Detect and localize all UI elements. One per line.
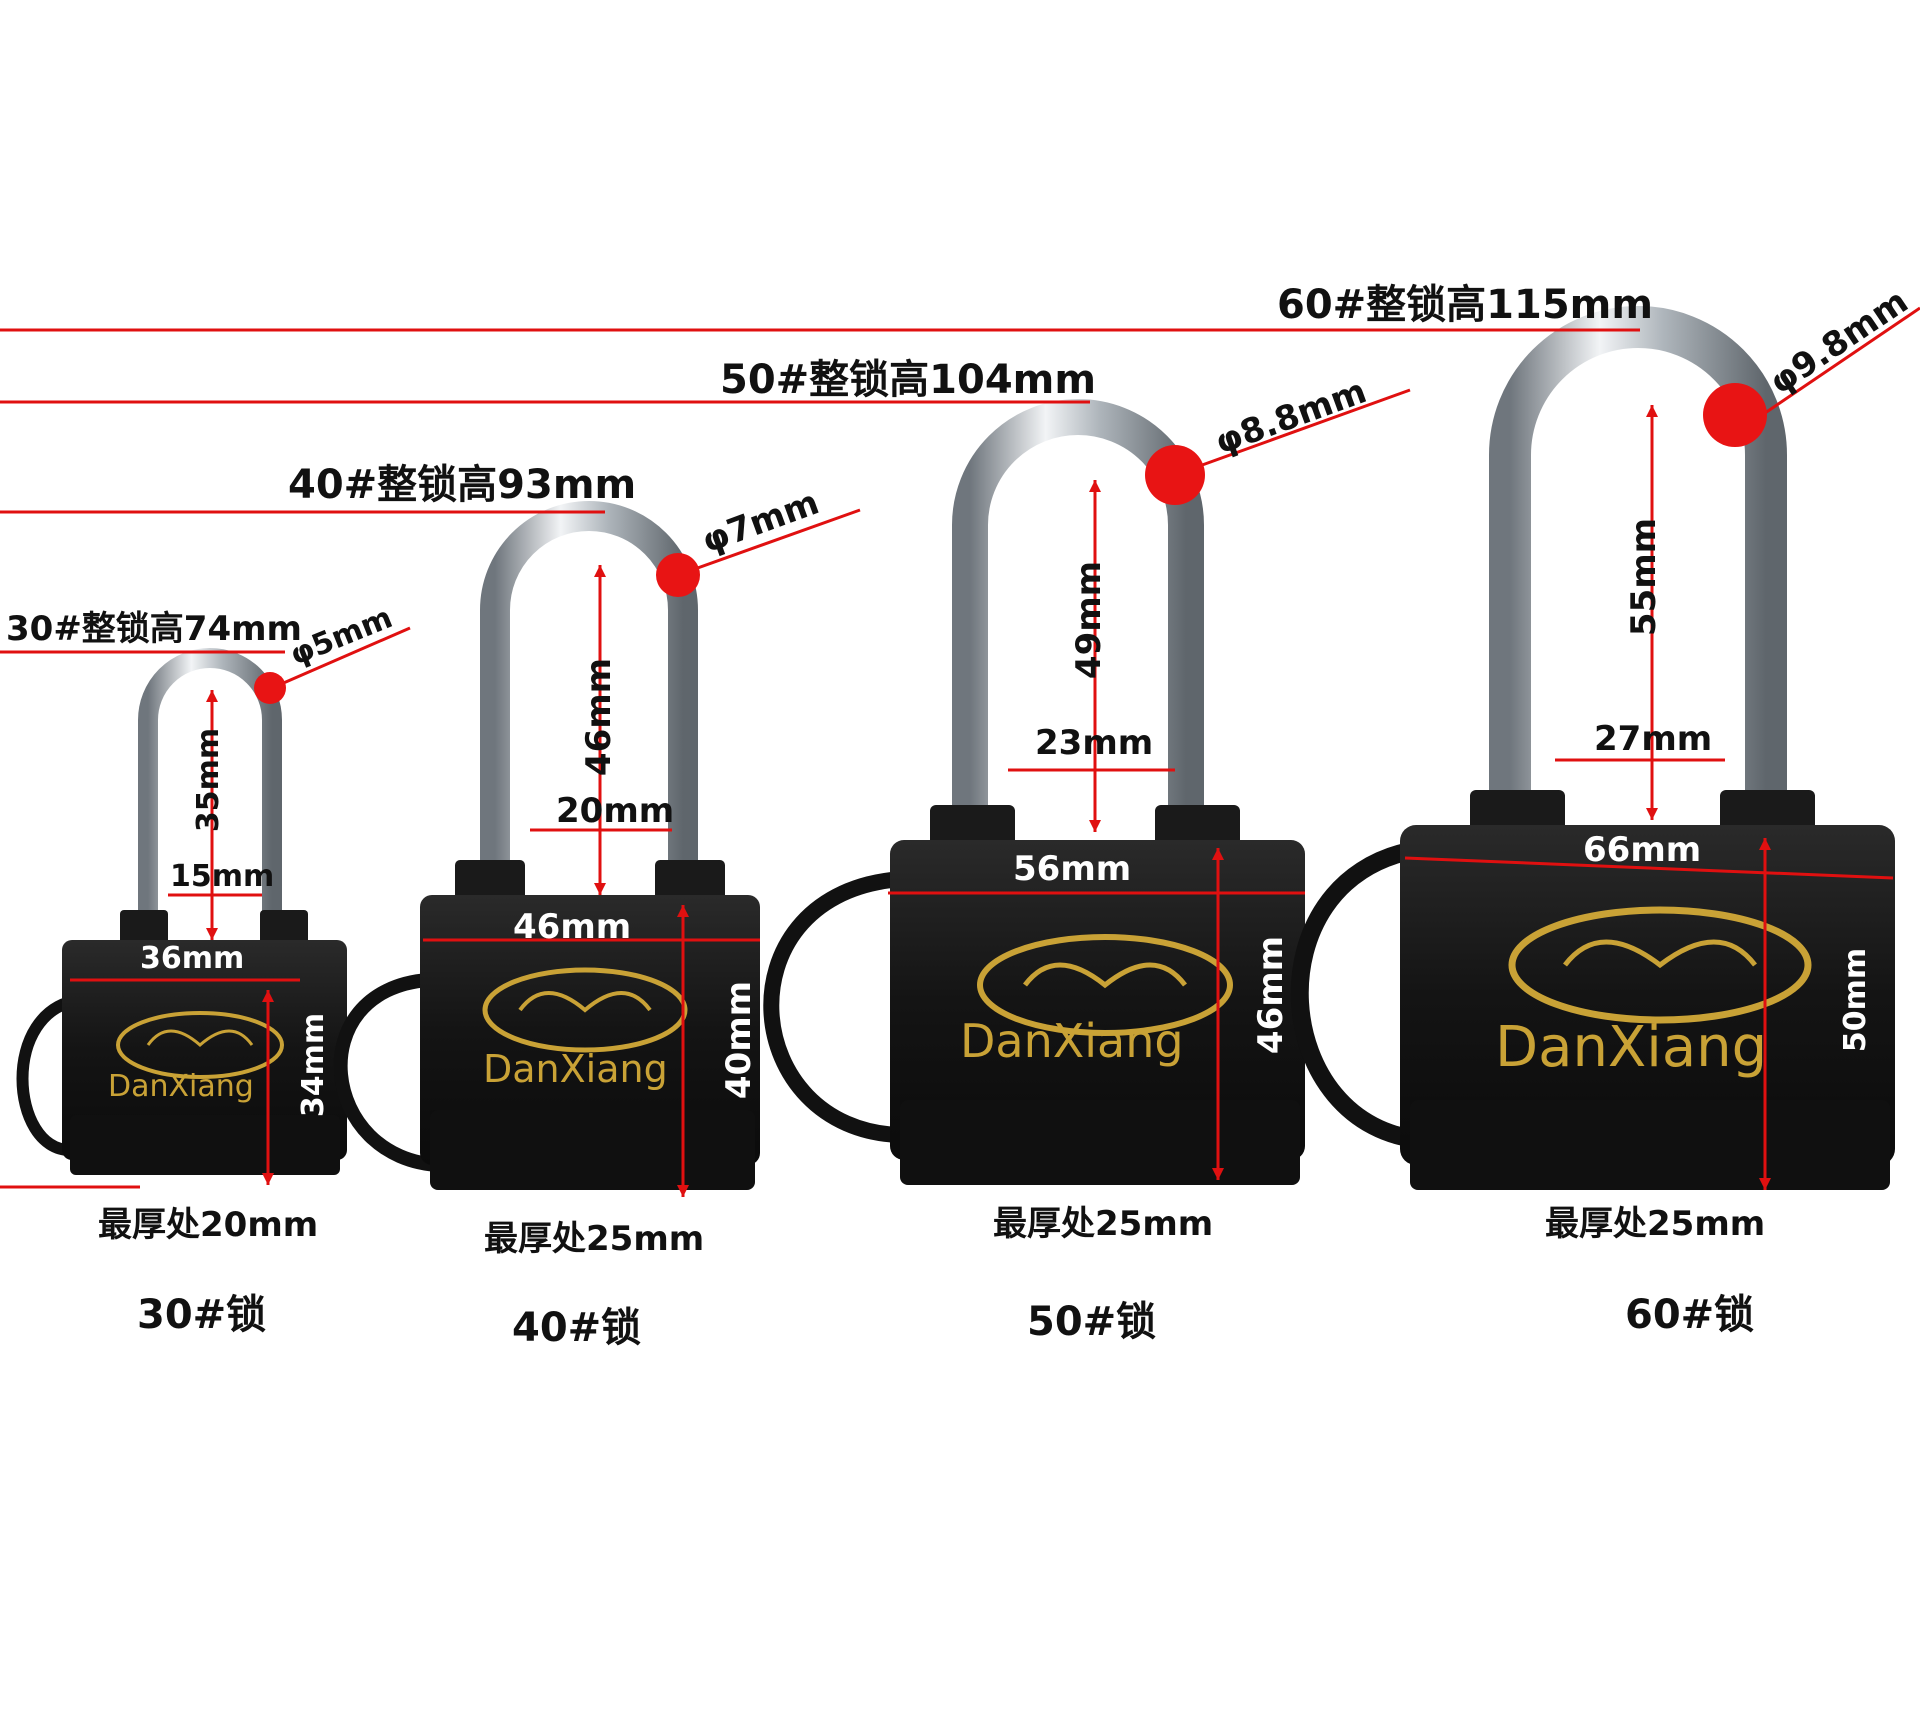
body-width-40: 46mm [513,907,632,947]
total-height-30: 30#整锁高74mm [6,609,302,649]
body-height-50: 46mm [1251,935,1292,1055]
lock-base-50 [900,1100,1300,1185]
thickness-60: 最厚处25mm [1545,1204,1766,1244]
total-height-50: 50#整锁高104mm [720,357,1097,403]
thickness-30: 最厚处20mm [98,1205,319,1245]
shackle-inner-width-50: 23mm [1035,723,1154,763]
thickness-50: 最厚处25mm [993,1204,1214,1244]
tether-loop-50 [763,872,901,1143]
body-width-50: 56mm [1013,849,1132,889]
shackle-shoulder-30b [260,910,308,945]
shackle-height-60: 55mm [1624,517,1665,637]
model-40: 40#锁 [512,1305,642,1351]
brand-label-30: DanXiang [108,1069,254,1104]
diameter-dot-40 [656,553,700,597]
diameter-dot-50 [1145,445,1205,505]
shackle-inner-width-30: 15mm [170,859,275,894]
diameter-markers [254,383,1767,704]
lock-50 [763,399,1305,1185]
diameter-dot-60 [1703,383,1767,447]
thickness-40: 最厚处25mm [484,1219,705,1259]
shackle-inner-width-60: 27mm [1594,719,1713,759]
lock-60 [1290,306,1895,1190]
brand-label-60: DanXiang [1495,1015,1768,1080]
body-width-30: 36mm [140,941,245,976]
logo-oval-30 [116,1011,284,1079]
logo-oval-40 [482,967,688,1053]
shackle-height-40: 46mm [579,657,620,777]
logo-oval-50 [977,934,1233,1036]
lock-body-30 [62,940,347,1160]
shackle-shoulder-30 [120,910,168,945]
shackle-inner-width-40: 20mm [556,791,675,831]
tether-loop-40 [333,973,441,1172]
lock-base-30 [70,1115,340,1175]
total-height-60: 60#整锁高115mm [1277,282,1654,328]
body-height-60: 50mm [1838,947,1874,1053]
brand-label-50: DanXiang [960,1014,1184,1068]
lock-body-50 [890,840,1305,1160]
lock-base-40 [430,1110,755,1190]
diameter-dot-30 [254,672,286,704]
lock-body-60 [1400,825,1895,1165]
dimension-lines [0,306,1920,1197]
lock-body-40 [420,895,760,1165]
logo-oval-60 [1508,906,1812,1024]
brand-label-40: DanXiang [483,1047,668,1091]
body-width-60: 66mm [1583,830,1702,870]
model-60: 60#锁 [1625,1292,1755,1338]
body-height-40: 40mm [719,980,760,1100]
lock-40 [333,501,760,1190]
body-height-30: 34mm [296,1012,332,1118]
shackle-height-50: 49mm [1069,560,1110,680]
arrowheads [206,405,1771,1197]
shackle-height-30: 35mm [191,727,227,833]
tether-loop-60 [1290,841,1426,1149]
model-30: 30#锁 [137,1292,267,1338]
lock-base-60 [1410,1100,1890,1190]
total-height-40: 40#整锁高93mm [288,462,637,508]
tether-loop-30 [16,994,82,1156]
model-50: 50#锁 [1027,1299,1157,1345]
